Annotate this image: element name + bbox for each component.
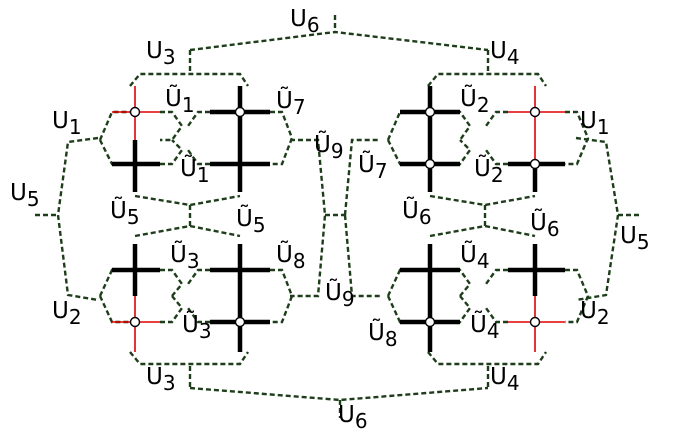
left-u5-connector bbox=[35, 136, 99, 302]
graph-node bbox=[529, 106, 541, 118]
label-ut3-top: Ũ3 bbox=[170, 239, 200, 273]
label-ut9-bottom: Ũ9 bbox=[325, 277, 355, 311]
label-ut8-top: Ũ8 bbox=[276, 239, 306, 273]
cell-top-left bbox=[98, 86, 294, 192]
label-ut1-top: Ũ1 bbox=[165, 83, 195, 117]
label-ut5-right: Ũ5 bbox=[236, 203, 266, 237]
cell-bottom-left bbox=[98, 244, 294, 352]
cell-top-right bbox=[386, 86, 590, 192]
graph-node bbox=[234, 106, 246, 118]
label-ut9-top: Ũ9 bbox=[314, 129, 344, 163]
label-u3-top: U3 bbox=[146, 38, 176, 69]
graph-node bbox=[529, 316, 541, 328]
graph-node bbox=[424, 316, 436, 328]
label-u6-bottom: U6 bbox=[338, 402, 368, 433]
label-ut4-top: Ũ4 bbox=[460, 239, 490, 273]
label-u6-top: U6 bbox=[290, 6, 320, 37]
label-u2-right: U2 bbox=[580, 298, 610, 329]
label-ut2-bottom: Ũ2 bbox=[474, 153, 504, 187]
middle-ut9-connector bbox=[290, 138, 380, 298]
label-u4-top: U4 bbox=[490, 38, 520, 69]
bottom-right-cap bbox=[427, 351, 547, 366]
labels: U6 U3 U4 U1 U1 Ũ1 Ũ1 Ũ2 Ũ2 Ũ7 Ũ7 Ũ9 Ũ9 U… bbox=[10, 6, 650, 433]
bottom-left-cap bbox=[129, 351, 249, 366]
label-u4-bottom: U4 bbox=[490, 364, 520, 395]
graph-node bbox=[129, 106, 141, 118]
label-u3-bottom: U3 bbox=[146, 364, 176, 395]
top-left-cap bbox=[129, 72, 249, 87]
bottom-u6-connector bbox=[189, 386, 489, 418]
top-u6-connector bbox=[189, 15, 489, 52]
label-ut8-bottom: Ũ8 bbox=[368, 317, 398, 351]
label-u2-left: U2 bbox=[52, 298, 82, 329]
graph-node bbox=[529, 158, 541, 170]
left-ut5-link bbox=[134, 194, 241, 238]
label-u1-right: U1 bbox=[580, 108, 610, 139]
cell-bottom-right bbox=[386, 244, 590, 352]
graph-node bbox=[234, 316, 246, 328]
label-u1-left: U1 bbox=[52, 108, 82, 139]
top-right-cap bbox=[427, 72, 547, 87]
label-ut2-top: Ũ2 bbox=[460, 83, 490, 117]
label-ut6-left: Ũ6 bbox=[402, 195, 432, 229]
label-ut1-bottom: Ũ1 bbox=[180, 153, 210, 187]
outer-dashed-edges bbox=[35, 15, 640, 418]
right-u5-connector bbox=[575, 136, 640, 302]
graph-node bbox=[424, 106, 436, 118]
label-ut7-top: Ũ7 bbox=[276, 85, 306, 119]
label-u5-left: U5 bbox=[10, 180, 40, 211]
label-u5-right: U5 bbox=[620, 223, 650, 254]
label-ut7-middle: Ũ7 bbox=[358, 149, 388, 183]
right-ut6-link bbox=[429, 194, 536, 238]
label-ut4-bottom: Ũ4 bbox=[470, 309, 500, 343]
graph-node bbox=[129, 316, 141, 328]
graph-node bbox=[424, 158, 436, 170]
label-ut3-bottom: Ũ3 bbox=[182, 309, 212, 343]
label-ut5-left: Ũ5 bbox=[110, 195, 140, 229]
label-ut6-right: Ũ6 bbox=[530, 207, 560, 241]
